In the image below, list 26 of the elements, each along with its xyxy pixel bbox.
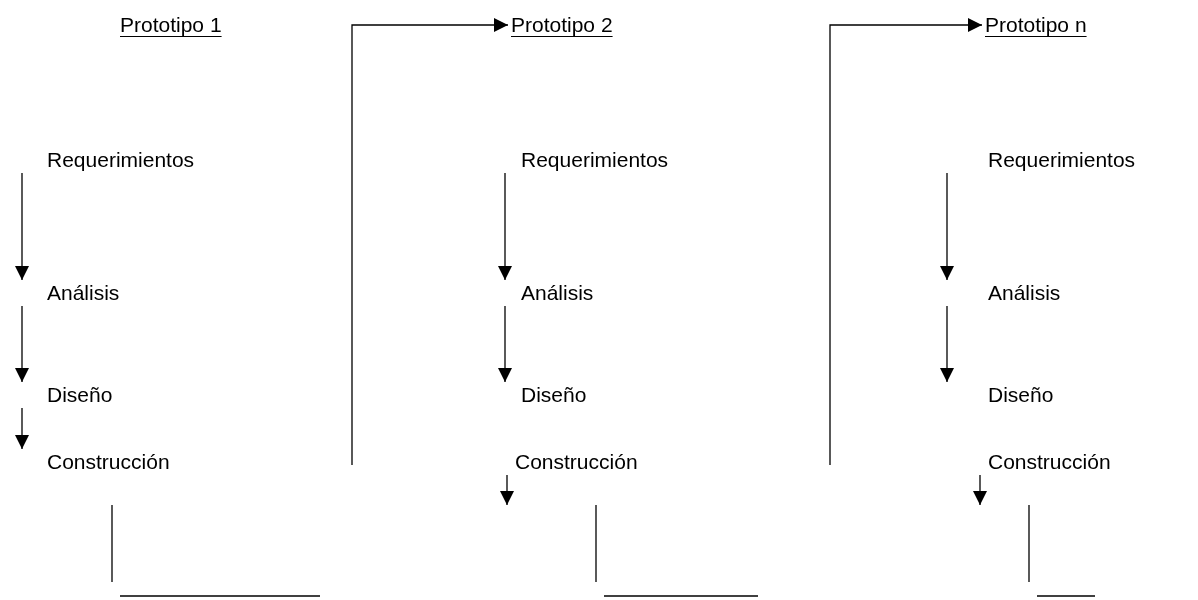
phase-label: Construcción — [47, 450, 170, 473]
phase-label: Construcción — [515, 450, 638, 473]
arrow — [498, 305, 512, 383]
arrow — [940, 172, 954, 281]
arrow — [498, 172, 512, 281]
prototype-heading: Prototipo 1 — [120, 13, 222, 36]
phase-label: Diseño — [47, 383, 113, 406]
phase-label: Requerimientos — [988, 148, 1136, 171]
phase-label: Análisis — [988, 281, 1061, 304]
phase-label: Análisis — [521, 281, 594, 304]
arrow — [829, 18, 983, 466]
prototype-heading: Prototipo 2 — [511, 13, 613, 36]
phase-label: Análisis — [47, 281, 120, 304]
arrow — [15, 172, 29, 281]
arrow — [351, 18, 509, 466]
arrow — [973, 474, 987, 506]
phase-label: Requerimientos — [521, 148, 669, 171]
phase-label: Construcción — [988, 450, 1111, 473]
phase-label: Diseño — [988, 383, 1054, 406]
arrow — [15, 407, 29, 450]
arrow — [500, 474, 514, 506]
arrow — [15, 305, 29, 383]
arrow — [940, 305, 954, 383]
phase-label: Diseño — [521, 383, 587, 406]
phase-label: Requerimientos — [47, 148, 195, 171]
prototype-heading: Prototipo n — [985, 13, 1087, 36]
